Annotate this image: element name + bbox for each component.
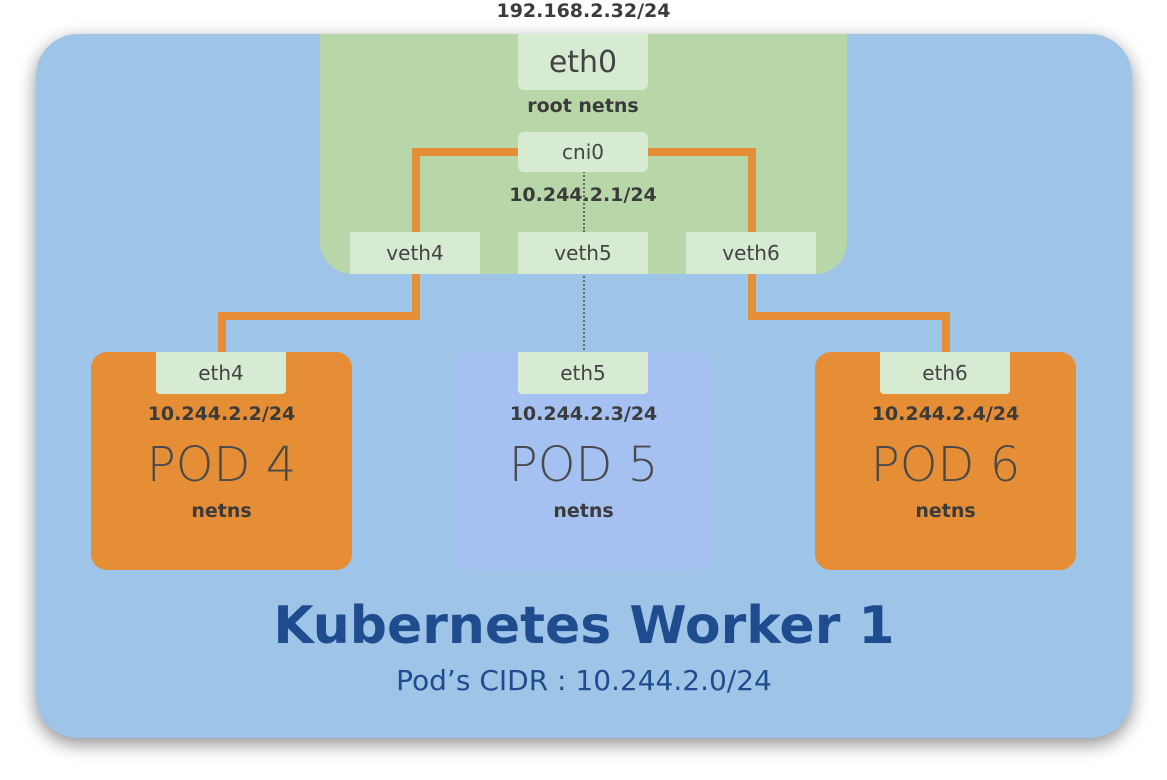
link-veth4-across <box>218 312 420 320</box>
worker-title: Kubernetes Worker 1 <box>273 596 895 656</box>
link-veth6-down <box>748 272 756 320</box>
link-eth6-up <box>942 312 950 354</box>
veth4-interface: veth4 <box>350 232 480 274</box>
pod-6-eth6-interface: eth6 <box>880 352 1010 394</box>
host-ip-label: 192.168.2.32/24 <box>496 0 671 22</box>
pod-4-ip-label: 10.244.2.2/24 <box>147 403 296 425</box>
veth6-interface: veth6 <box>686 232 816 274</box>
pod-6-ip-label: 10.244.2.4/24 <box>871 403 1020 425</box>
cni0-bridge: cni0 <box>518 132 648 172</box>
link-cni0-veth6-horizontal <box>648 148 756 156</box>
pod-6-name: POD 6 <box>870 437 1021 493</box>
veth5-interface: veth5 <box>518 232 648 274</box>
pod-4-eth4-interface: eth4 <box>156 352 286 394</box>
pod-cidr-label: Pod’s CIDR : 10.244.2.0/24 <box>396 664 772 697</box>
link-veth5-eth5-dotted <box>583 272 585 354</box>
eth0-interface: eth0 <box>518 34 648 90</box>
link-cni0-veth4-vertical <box>412 148 420 234</box>
cni0-ip-label: 10.244.2.1/24 <box>509 184 657 206</box>
pod-5-ip-label: 10.244.2.3/24 <box>509 403 658 425</box>
pod-5-name: POD 5 <box>508 437 659 493</box>
link-cni0-veth6-vertical <box>748 148 756 234</box>
link-cni0-veth5-dotted <box>583 168 585 232</box>
pod-5-netns-label: netns <box>553 500 614 522</box>
pod-4-name: POD 4 <box>146 437 297 493</box>
pod-6-netns-label: netns <box>915 500 976 522</box>
link-eth4-up <box>218 312 226 354</box>
pod-4-netns-label: netns <box>191 500 252 522</box>
link-veth6-across <box>748 312 950 320</box>
link-veth4-down <box>412 272 420 320</box>
pod-5-eth5-interface: eth5 <box>518 352 648 394</box>
link-cni0-veth4-horizontal <box>412 148 520 156</box>
root-netns-label: root netns <box>527 95 639 117</box>
